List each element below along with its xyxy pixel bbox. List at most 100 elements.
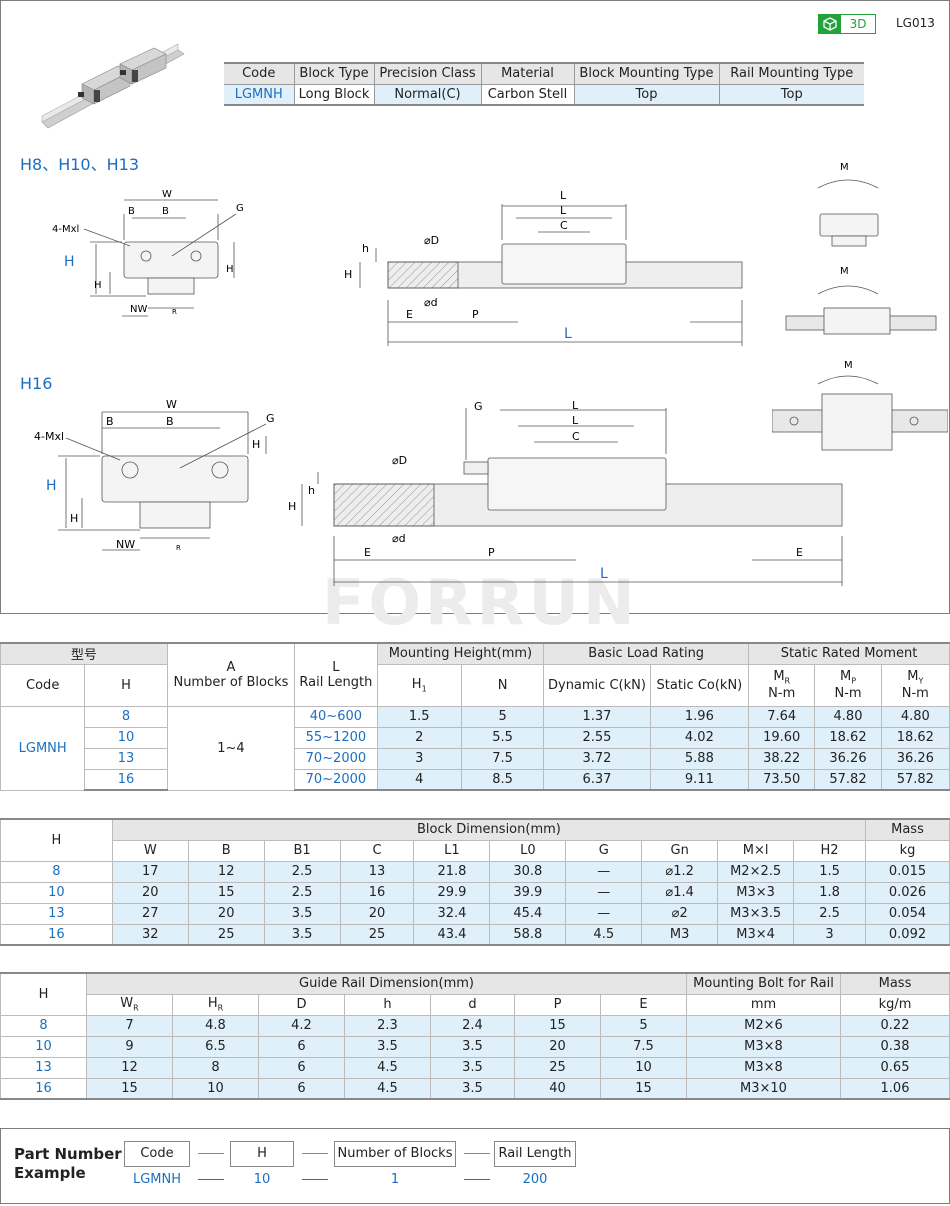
- cell: 1.5: [793, 860, 866, 883]
- cell: 18.62: [814, 726, 882, 749]
- cell: ⌀1.4: [641, 881, 719, 904]
- cell: 7.64: [748, 705, 816, 728]
- pn-length-value: 200: [522, 1172, 548, 1187]
- dim-label: P: [488, 546, 495, 559]
- col-header: B: [187, 839, 265, 862]
- cell: 1.37: [543, 705, 651, 728]
- h-header: H: [0, 818, 113, 862]
- dim-label: L: [560, 189, 567, 202]
- prop-header: Material: [481, 62, 575, 85]
- pn-code-value: LGMNH: [132, 1172, 182, 1187]
- col-header: H2: [793, 839, 866, 862]
- cell: 4.02: [649, 726, 750, 749]
- dim-label: L: [600, 566, 608, 582]
- cell: 27: [111, 902, 189, 925]
- dim-label: G: [266, 412, 275, 425]
- table-row: 13 12 8 6 4.5 3.5 25 10 M3×8 0.65: [0, 1056, 950, 1079]
- 3d-model-button[interactable]: 3D: [818, 14, 876, 34]
- guide-rail-table: H Guide Rail Dimension(mm) Mounting Bolt…: [0, 972, 950, 1100]
- table-row: 13 27 20 3.5 20 32.4 45.4 — ⌀2 M3×3.5 2.…: [0, 902, 950, 925]
- dim-label: 4-Mxl: [52, 224, 79, 235]
- dim-label: 4-Mxl: [34, 430, 64, 443]
- cell: 5.5: [460, 726, 545, 749]
- bolt-cell: M2×6: [686, 1014, 841, 1037]
- cell: 9: [86, 1035, 173, 1058]
- series-code: LG013: [896, 16, 935, 30]
- product-image: [41, 43, 185, 129]
- code-cell: LGMNH: [0, 705, 86, 791]
- cell: 2.5: [793, 902, 866, 925]
- col-header: d: [430, 993, 515, 1016]
- col-header: W: [111, 839, 189, 862]
- dim-label: E: [364, 546, 371, 559]
- pn-dash: [198, 1153, 224, 1154]
- dim-label: NW: [130, 304, 147, 315]
- code-header: Code: [0, 663, 86, 707]
- prop-value: Top: [719, 84, 864, 106]
- cell: 3.5: [430, 1056, 515, 1079]
- cell: 7.5: [600, 1035, 687, 1058]
- length-cell: 40~600: [294, 705, 378, 728]
- dyn-header: Dynamic C(kN): [543, 663, 651, 707]
- cell: 2.55: [543, 726, 651, 749]
- group-header: 型号: [0, 642, 168, 665]
- cell: 7: [86, 1014, 173, 1037]
- cell: 73.50: [748, 768, 816, 791]
- dim-label: H: [288, 500, 296, 513]
- cell: 5.88: [649, 747, 750, 770]
- mass-cell: 0.65: [840, 1056, 950, 1079]
- cell: 57.82: [880, 768, 950, 791]
- dim-label: R: [176, 544, 181, 552]
- col-header: G: [565, 839, 643, 862]
- cell: 6: [258, 1077, 345, 1100]
- col-header: B1: [263, 839, 341, 862]
- cell: 15: [600, 1077, 687, 1100]
- dim-label: L: [560, 204, 567, 217]
- cell: 10: [172, 1077, 259, 1100]
- dim-label: E: [796, 546, 803, 559]
- dim-label: ⌀d: [392, 532, 406, 545]
- cell: 1.96: [649, 705, 750, 728]
- prop-header: Precision Class: [374, 62, 482, 85]
- bolt-cell: M3×10: [686, 1077, 841, 1100]
- col-header: WR: [86, 993, 173, 1016]
- length-cell: 70~2000: [294, 768, 378, 791]
- cell: 25: [339, 923, 415, 946]
- mass-cell: 0.38: [840, 1035, 950, 1058]
- cell: —: [565, 902, 643, 925]
- bolt-unit: mm: [686, 993, 841, 1016]
- dim-label: H: [46, 478, 57, 494]
- dim-label: H: [226, 264, 234, 275]
- cell: 6.37: [543, 768, 651, 791]
- cell: 8: [172, 1056, 259, 1079]
- cell: 5: [460, 705, 545, 728]
- table-row: 16 32 25 3.5 25 43.4 58.8 4.5 M3 M3×4 3 …: [0, 923, 950, 946]
- table-row: 10 9 6.5 6 3.5 3.5 20 7.5 M3×8 0.38: [0, 1035, 950, 1058]
- pn-dash: [464, 1153, 490, 1154]
- cell: 3.5: [430, 1077, 515, 1100]
- cell: 4.80: [814, 705, 882, 728]
- cell: 4.5: [344, 1077, 431, 1100]
- table-row: 16 70~2000 4 8.5 6.37 9.11 73.50 57.82 5…: [1, 768, 950, 791]
- dim-label: H: [252, 438, 260, 451]
- cell: 2: [376, 726, 462, 749]
- cell: 39.9: [489, 881, 567, 904]
- cell: 36.26: [880, 747, 950, 770]
- cell: 20: [339, 902, 415, 925]
- table-row: LGMNH 8 1~4 40~600 1.5 5 1.37 1.96 7.64 …: [0, 705, 950, 791]
- dim-label: L: [564, 326, 572, 342]
- table-row: 10 55~1200 2 5.5 2.55 4.02 19.60 18.62 1…: [1, 726, 950, 749]
- cell: M3: [641, 923, 719, 946]
- bolt-cell: M3×8: [686, 1035, 841, 1058]
- cell: 18.62: [880, 726, 950, 749]
- prop-value: LGMNH: [224, 84, 295, 106]
- dim-label: G: [474, 400, 483, 413]
- cell: 13: [339, 860, 415, 883]
- cell: 17: [111, 860, 189, 883]
- cell: 25: [187, 923, 265, 946]
- cell: 19.60: [748, 726, 816, 749]
- section-title-small: H8、H10、H13: [20, 155, 139, 174]
- col-header: P: [514, 993, 601, 1016]
